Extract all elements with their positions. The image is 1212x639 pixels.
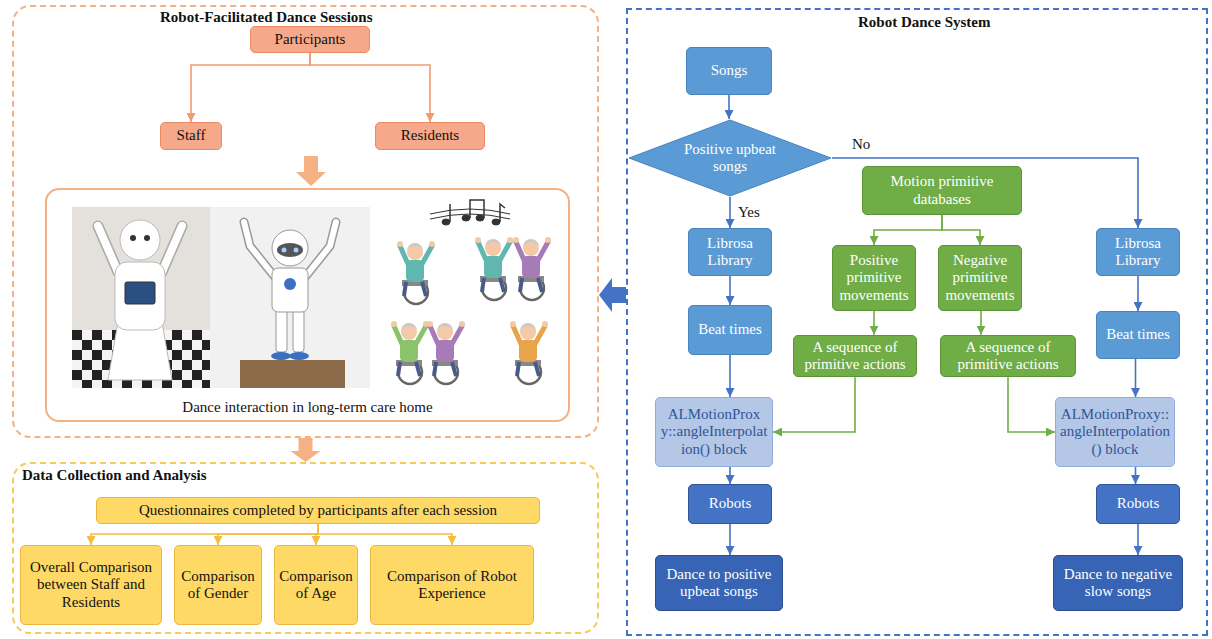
block-arrow [291, 438, 321, 462]
box-label: Dance to negative slow songs [1058, 566, 1178, 601]
connector [1008, 377, 1055, 432]
box-label: Robots [709, 495, 752, 512]
box-label: Librosa Library [1101, 235, 1175, 270]
connector [1135, 467, 1137, 484]
connector [729, 276, 731, 305]
box-label: Robots [1117, 495, 1160, 512]
connector [729, 355, 731, 397]
box-label: Participants [275, 31, 346, 48]
output-box: Dance to positive upbeat songs [655, 555, 783, 611]
process-box: Positive primitive movements [832, 245, 916, 311]
edge-label: No [850, 136, 872, 153]
connector [729, 524, 731, 555]
box-label: Comparison of Robot Experience [375, 568, 529, 603]
connector [91, 524, 318, 545]
box-label: A sequence of primitive actions [945, 339, 1071, 374]
robot-box: Robots [1096, 484, 1180, 524]
connector [218, 524, 318, 545]
process-box: Comparison of Age [274, 545, 358, 625]
process-box: Librosa Library [1096, 228, 1180, 276]
connector [832, 158, 1138, 228]
box-label: Motion primitive databases [867, 173, 1017, 208]
dashed-panel: Robot Dance SystemSongsPositive upbeat s… [626, 8, 1208, 636]
box-label: Questionnaires completed by participants… [139, 502, 497, 519]
box-label: Positive primitive movements [837, 252, 911, 304]
box-label: Comparison of Gender [179, 568, 257, 603]
output-box: Dance to negative slow songs [1053, 555, 1183, 611]
panel-heading: Robot Dance System [858, 14, 991, 31]
block-arrow [296, 156, 326, 186]
panel-heading: Robot-Facilitated Dance Sessions [160, 9, 373, 26]
connector [1137, 524, 1139, 555]
box-label: Beat times [698, 321, 762, 338]
connector [191, 53, 310, 122]
connector [729, 467, 731, 484]
box-label: ALMotionProxy::angleInterpolation() bloc… [660, 406, 768, 458]
pepper-robot-photo [72, 207, 210, 388]
process-box: Staff [160, 122, 222, 150]
box-label: Staff [177, 127, 206, 144]
box-label: Dance to positive upbeat songs [660, 566, 778, 601]
connector [310, 53, 430, 122]
music-notes [430, 200, 510, 225]
robot-box: Robots [688, 484, 772, 524]
process-box: Librosa Library [688, 228, 772, 276]
dashed-panel: Robot-Facilitated Dance SessionsParticip… [12, 5, 599, 438]
nao-robot-photo [210, 207, 370, 388]
connector [318, 524, 452, 545]
process-box: Residents [375, 122, 485, 150]
diamond-shape [629, 120, 831, 196]
panel-heading: Data Collection and Analysis [22, 467, 207, 484]
box-label: A sequence of primitive actions [798, 339, 912, 374]
box-label: Residents [401, 127, 459, 144]
box-label: ALMotionProxy::angleInterpolation() bloc… [1060, 406, 1170, 458]
box-label: Librosa Library [693, 235, 767, 270]
connector [728, 95, 730, 119]
process-box: Negative primitive movements [938, 245, 1022, 311]
caption: Dance interaction in long-term care home [47, 399, 568, 416]
process-box: Overall Comparison between Staff and Res… [20, 545, 162, 625]
process-box: Participants [250, 26, 370, 53]
resident-figures [391, 237, 551, 384]
process-box: A sequence of primitive actions [940, 335, 1076, 378]
image-box: Dance interaction in long-term care home [45, 188, 570, 422]
box-label: Overall Comparison between Staff and Res… [25, 559, 157, 611]
connector [873, 311, 875, 335]
connector [942, 215, 980, 245]
process-box: Beat times [688, 305, 772, 355]
process-box: Beat times [1096, 311, 1180, 359]
connector [729, 197, 731, 228]
database-box: Motion primitive databases [862, 166, 1022, 215]
box-label: Beat times [1106, 326, 1170, 343]
process-box: Comparison of Gender [174, 545, 262, 625]
connector [1135, 359, 1137, 397]
box-label: Songs [711, 62, 748, 79]
box-label: Positive upbeat songs [677, 141, 783, 176]
code-block-box: ALMotionProxy::angleInterpolation() bloc… [1055, 397, 1175, 467]
block-arrow [599, 278, 626, 312]
dashed-panel: Data Collection and AnalysisQuestionnair… [12, 462, 599, 634]
edge-label: Yes [736, 204, 762, 221]
connector [980, 311, 982, 335]
process-box: Songs [686, 47, 772, 95]
connector [1137, 276, 1139, 311]
process-box: A sequence of primitive actions [793, 335, 917, 378]
code-block-box: ALMotionProxy::angleInterpolation() bloc… [655, 397, 773, 467]
box-label: Negative primitive movements [943, 252, 1017, 304]
box-label: Comparison of Age [279, 568, 353, 603]
process-box: Questionnaires completed by participants… [96, 497, 540, 524]
connector [773, 377, 855, 432]
process-box: Comparison of Robot Experience [370, 545, 534, 625]
decision-diamond: Positive upbeat songs [628, 119, 832, 197]
connector [874, 215, 942, 245]
